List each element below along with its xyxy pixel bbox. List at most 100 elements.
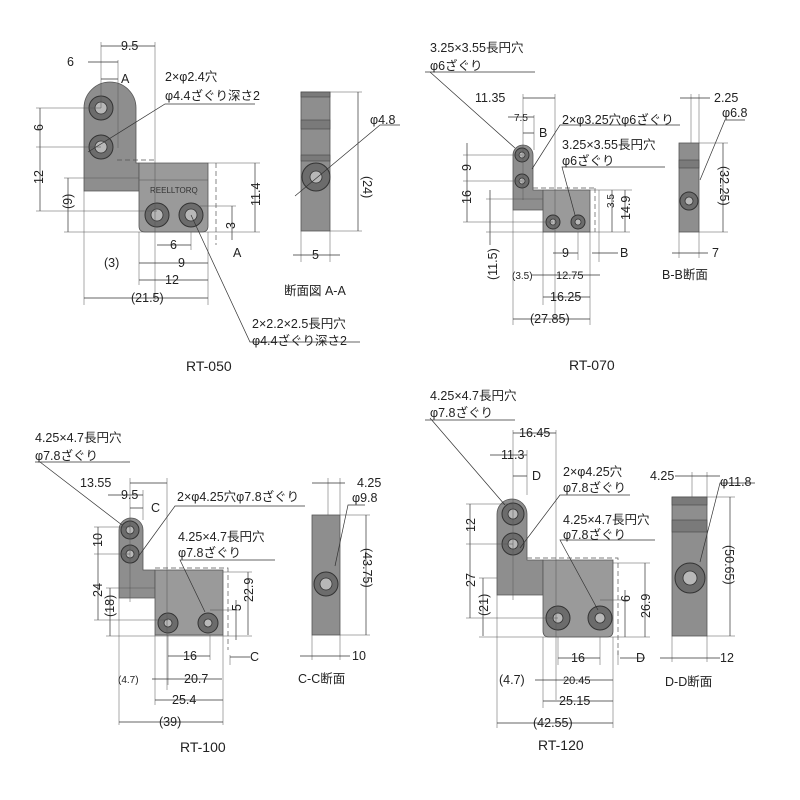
rt120-section-mark: D bbox=[532, 469, 541, 483]
rt070-section-label: B-B断面 bbox=[662, 267, 708, 282]
rt050-section-label: 断面図 A-A bbox=[284, 283, 346, 298]
rt120-section-dim: 4.25 bbox=[650, 469, 674, 483]
rt070-callout-line: φ6ざぐり bbox=[562, 153, 615, 168]
rt070-callout-line: 3.25×3.55長円穴 bbox=[430, 40, 524, 55]
rt050-callout-line: 2×2.2×2.5長円穴 bbox=[252, 316, 346, 331]
rt100-dim: 24 bbox=[91, 583, 105, 597]
rt050-callout-line: φ4.4ざぐり深さ2 bbox=[165, 88, 260, 103]
rt100-dim: 25.4 bbox=[172, 693, 196, 707]
rt050-callout-line: 2×φ2.4穴 bbox=[165, 69, 218, 84]
rt050-dim: 6 bbox=[32, 124, 46, 131]
rt100-section-dim: 10 bbox=[352, 649, 366, 663]
rt100-dim: 5 bbox=[230, 604, 244, 611]
rt050-model-label: RT-050 bbox=[186, 358, 232, 374]
rt050-section-mark: A bbox=[121, 72, 130, 86]
rt100-section-mark: C bbox=[250, 650, 259, 664]
rt070-dim: (11.5) bbox=[486, 248, 500, 280]
rt070-section-dim: (32.25) bbox=[717, 166, 731, 206]
rt100-dim: 20.7 bbox=[184, 672, 208, 686]
rt120-section-dim: 12 bbox=[720, 651, 734, 665]
rt120-callout-line: φ7.8ざぐり bbox=[563, 527, 626, 542]
rt070-section-mark: B bbox=[539, 126, 547, 140]
rt050-section-mark: A bbox=[233, 246, 242, 260]
rt050-dim: 12 bbox=[32, 170, 46, 184]
rt120-dim: 20.45 bbox=[563, 675, 591, 687]
rt070-model-label: RT-070 bbox=[569, 357, 615, 373]
rt100-drawing: 4.25×4.7長円穴 φ7.8ざぐり 13.55 9.5 C 2×φ4.25穴… bbox=[35, 430, 381, 755]
rt100-dim: 9.5 bbox=[121, 488, 138, 502]
rt050-callout-line: φ4.4ざぐり深さ2 bbox=[252, 333, 347, 348]
rt120-callout-line: 2×φ4.25穴 bbox=[563, 464, 623, 479]
rt070-dim: (3.5) bbox=[512, 271, 533, 282]
rt100-dim: 10 bbox=[91, 533, 105, 547]
rt120-dim: 6 bbox=[619, 595, 633, 602]
rt120-callout-line: 4.25×4.7長円穴 bbox=[430, 388, 517, 403]
rt070-dim: 14.9 bbox=[619, 196, 633, 220]
rt070-dim: 3.5 bbox=[606, 194, 617, 208]
rt120-callout-line: φ7.8ざぐり bbox=[563, 480, 626, 495]
rt100-dim: (18) bbox=[103, 595, 117, 617]
rt120-dim: (21) bbox=[477, 594, 491, 616]
rt100-callout-line: 2×φ4.25穴φ7.8ざぐり bbox=[177, 489, 299, 504]
rt100-callout-line: φ7.8ざぐり bbox=[178, 545, 241, 560]
rt050-upper-leaf bbox=[83, 81, 140, 192]
rt100-dim: 13.55 bbox=[80, 476, 111, 490]
rt050-dim: 6 bbox=[170, 238, 177, 252]
rt050-section-dim: 5 bbox=[312, 248, 319, 262]
rt120-model-label: RT-120 bbox=[538, 737, 584, 753]
rt070-callout-line: φ6ざぐり bbox=[430, 58, 483, 73]
rt070-dim: 12.75 bbox=[556, 270, 584, 282]
rt120-callout-line: φ7.8ざぐり bbox=[430, 405, 493, 420]
rt050-brand-mark: REELLTORQ bbox=[150, 186, 198, 195]
rt120-section-label: D-D断面 bbox=[665, 674, 712, 689]
rt070-dim: 7.5 bbox=[514, 113, 528, 124]
rt070-section-dim: 2.25 bbox=[714, 91, 738, 105]
rt100-dim: (39) bbox=[159, 715, 181, 729]
rt120-dim: 16.45 bbox=[519, 426, 550, 440]
rt120-dim: 11.3 bbox=[501, 448, 524, 462]
rt070-section-dim: φ6.8 bbox=[722, 106, 748, 120]
rt100-section-dim: φ9.8 bbox=[352, 491, 378, 505]
rt120-dim: 12 bbox=[464, 518, 478, 532]
rt120-section-mark: D bbox=[636, 651, 645, 665]
rt120-dim: (42.55) bbox=[533, 716, 573, 730]
rt100-model-label: RT-100 bbox=[180, 739, 226, 755]
rt120-dim: 16 bbox=[571, 651, 585, 665]
rt070-section-view bbox=[678, 142, 700, 233]
rt100-section-mark: C bbox=[151, 501, 160, 515]
rt050-dim: 3 bbox=[224, 222, 238, 229]
rt100-dim: (4.7) bbox=[118, 675, 139, 686]
rt050-dim: 9.5 bbox=[121, 39, 138, 53]
rt100-dim: 16 bbox=[183, 649, 197, 663]
rt120-dim: 25.15 bbox=[559, 694, 590, 708]
rt120-drawing: 4.25×4.7長円穴 φ7.8ざぐり 16.45 11.3 D 2×φ4.25… bbox=[425, 388, 755, 753]
rt070-callout-line: 3.25×3.55長円穴 bbox=[562, 137, 656, 152]
rt050-section-dim: (24) bbox=[360, 176, 374, 198]
rt100-section-dim: (43.75) bbox=[360, 548, 374, 588]
rt050-dim: 9 bbox=[178, 256, 185, 270]
rt050-dim: 11.4 bbox=[249, 183, 263, 206]
rt120-section-dim: φ11.8 bbox=[720, 475, 752, 489]
rt070-dim: (27.85) bbox=[530, 312, 570, 326]
rt070-callout-line: 2×φ3.25穴φ6ざぐり bbox=[562, 112, 674, 127]
rt050-dim: (3) bbox=[104, 256, 119, 270]
rt100-callout-line: 4.25×4.7長円穴 bbox=[178, 529, 265, 544]
rt070-dim: 9 bbox=[460, 164, 474, 171]
rt050-section-view bbox=[300, 91, 331, 232]
rt100-callout-line: φ7.8ざぐり bbox=[35, 448, 98, 463]
rt050-dim: (21.5) bbox=[131, 291, 164, 305]
rt050-section-dim: φ4.8 bbox=[370, 113, 396, 127]
rt120-section-dim: (50.65) bbox=[722, 545, 736, 585]
rt120-dim: 26.9 bbox=[639, 594, 653, 618]
rt070-drawing: 3.25×3.55長円穴 φ6ざぐり 11.35 7.5 B 2×φ3.25穴φ… bbox=[425, 40, 748, 373]
rt050-dim: 6 bbox=[67, 55, 74, 69]
rt100-section-label: C-C断面 bbox=[298, 671, 345, 686]
rt100-section-dim: 4.25 bbox=[357, 476, 381, 490]
rt070-section-mark: B bbox=[620, 246, 628, 260]
rt120-callout-line: 4.25×4.7長円穴 bbox=[563, 512, 650, 527]
rt100-callout-line: 4.25×4.7長円穴 bbox=[35, 430, 122, 445]
rt070-dim: 11.35 bbox=[475, 91, 505, 105]
rt050-dim: (9) bbox=[61, 194, 75, 209]
rt070-dim: 9 bbox=[562, 246, 569, 260]
